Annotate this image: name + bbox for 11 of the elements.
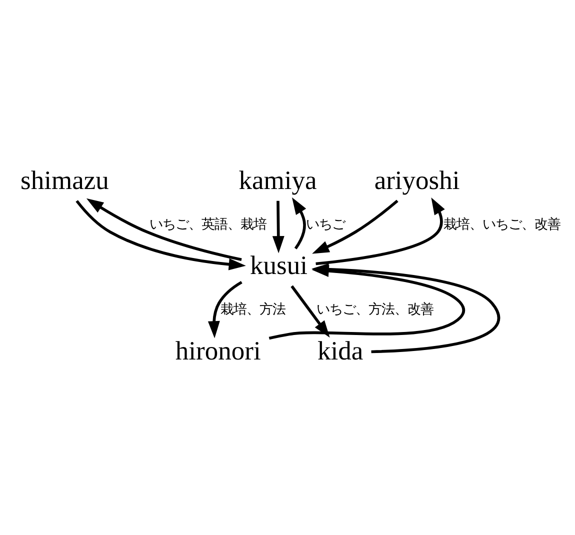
edge-label: いちご — [306, 217, 346, 232]
edge-label: 栽培、方法 — [220, 302, 286, 318]
edge-label: いちご、英語、栽培 — [150, 217, 267, 232]
node-text: shimazu — [20, 164, 109, 195]
edge-label: いちご、方法、改善 — [316, 302, 434, 318]
edge-label: 栽培、いちご、改善 — [443, 217, 560, 232]
node-text: ariyoshi — [374, 164, 460, 195]
node-text: kamiya — [238, 164, 317, 195]
node-text: kida — [317, 335, 364, 366]
node-text: hironori — [175, 335, 261, 366]
node-text: kusui — [250, 250, 308, 280]
